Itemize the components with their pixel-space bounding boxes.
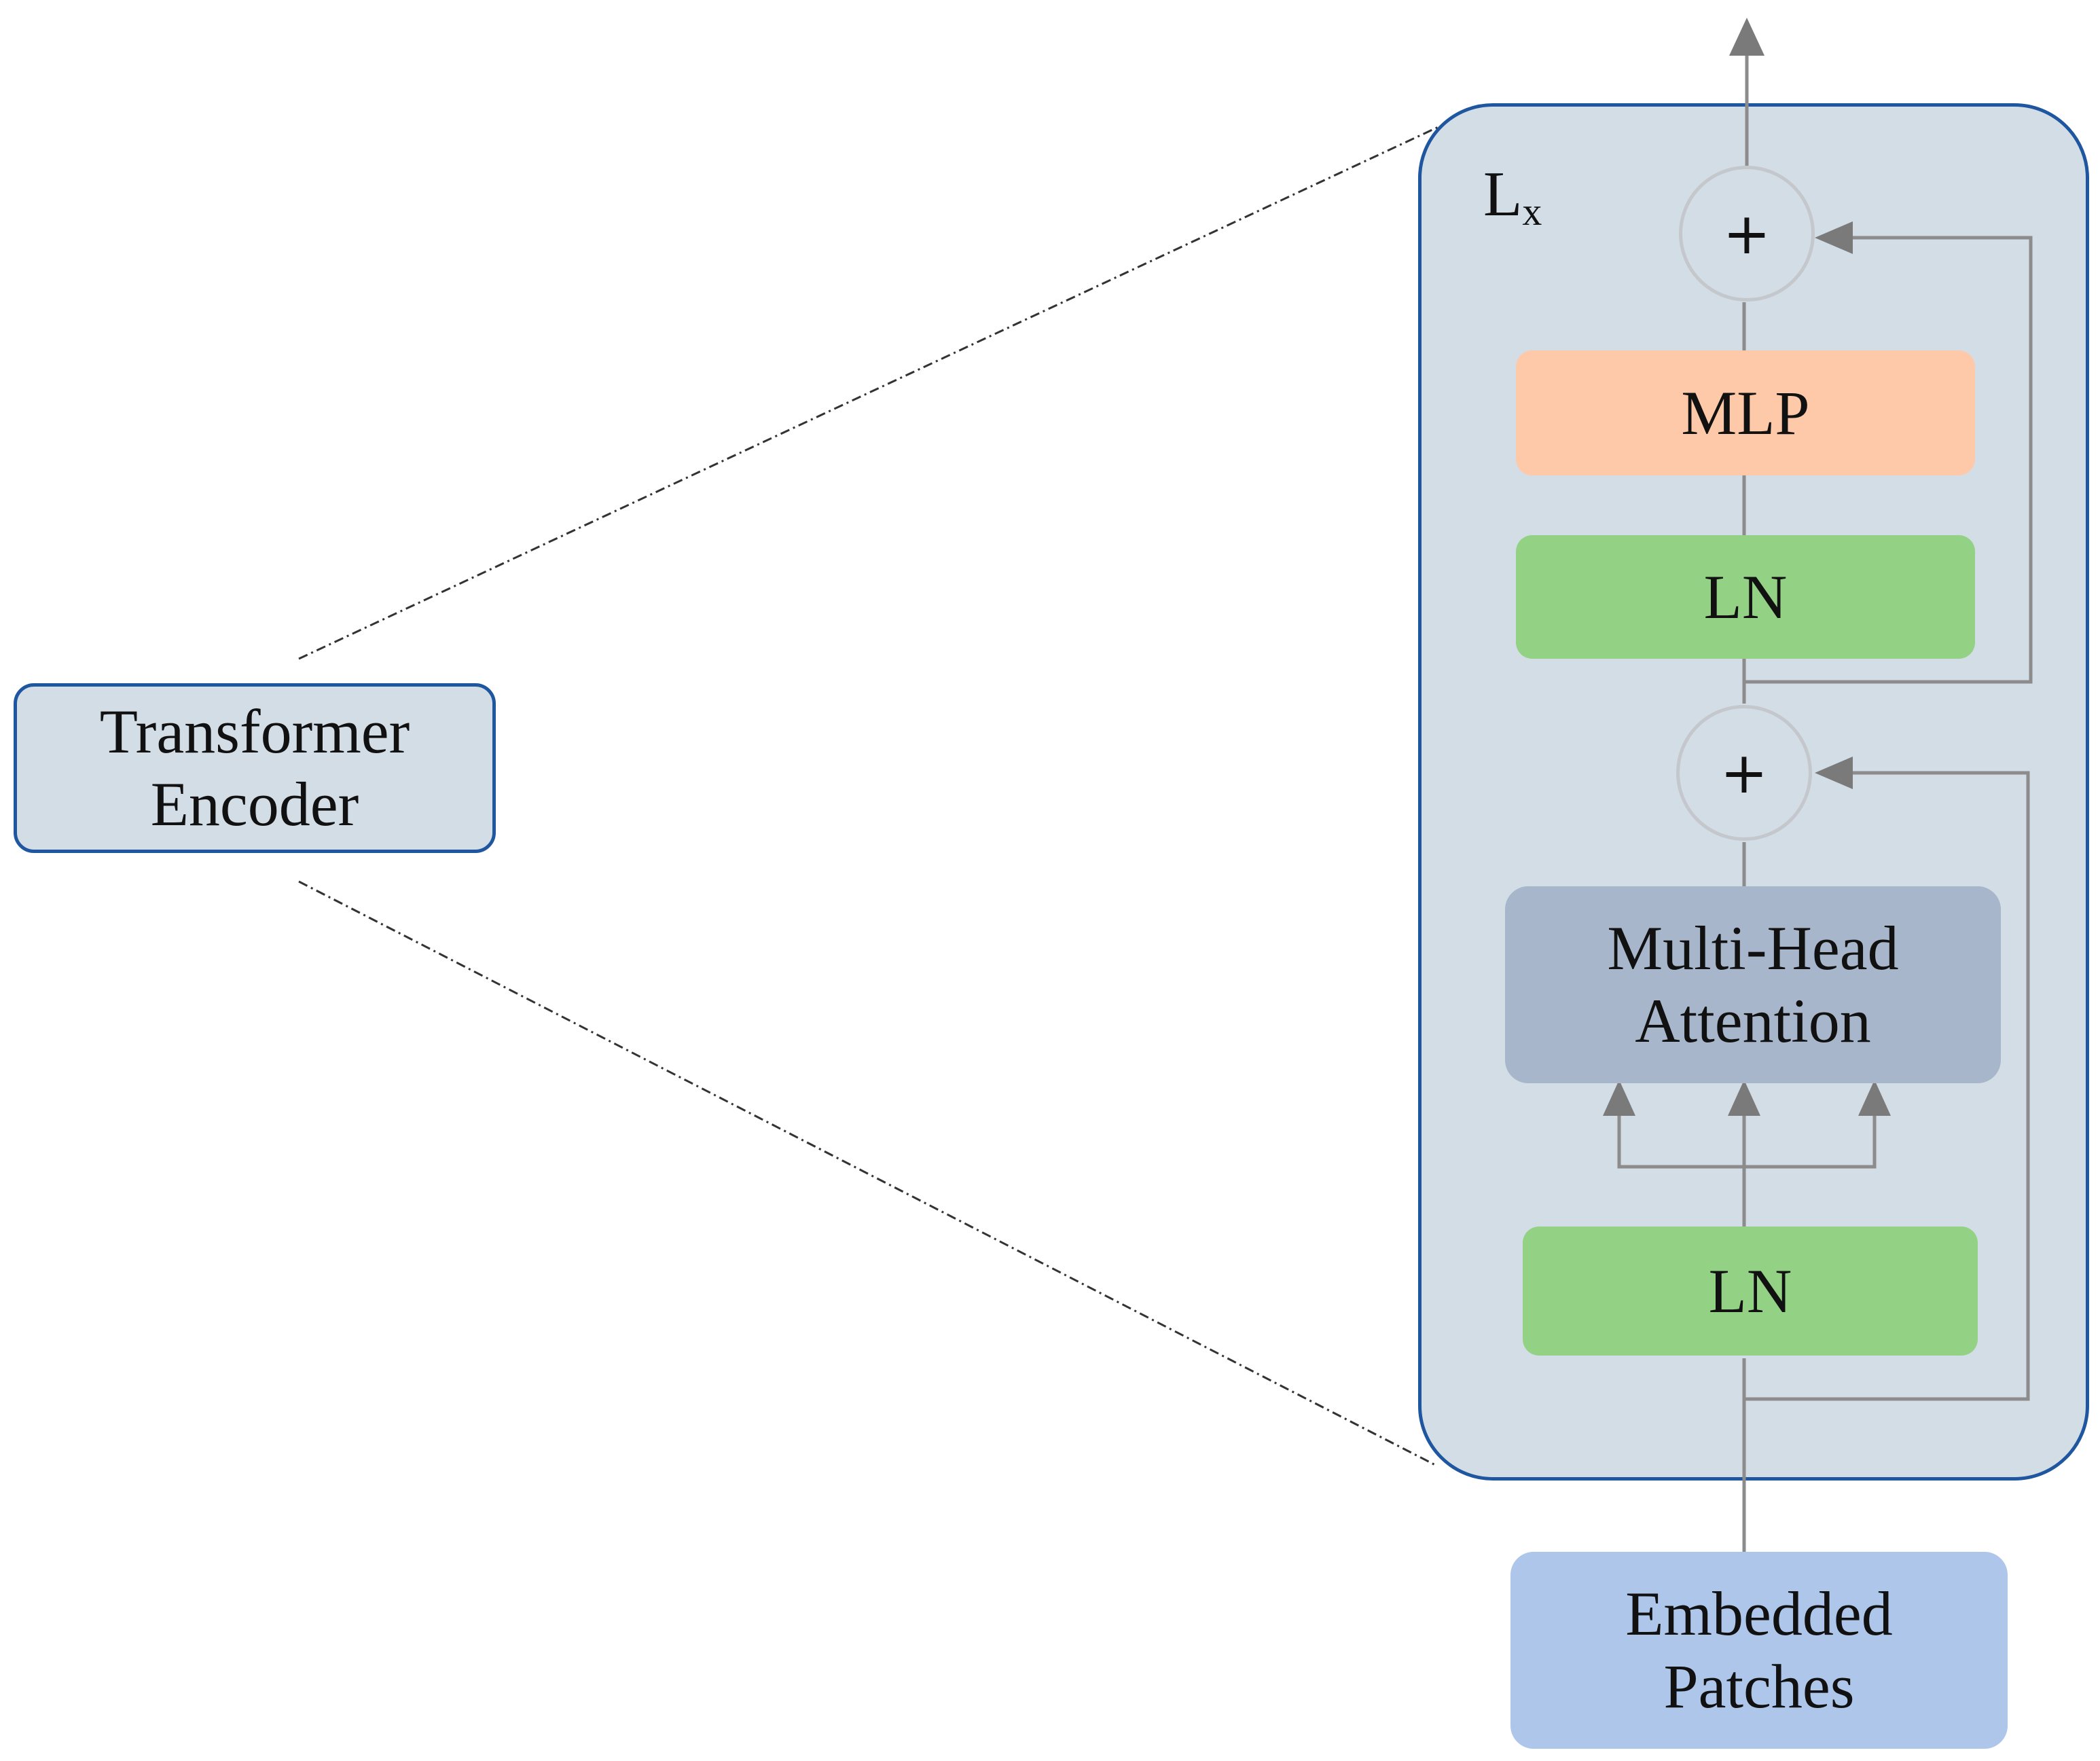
add-bottom-node: + (1676, 705, 1812, 841)
arrowhead-residual-2 (1815, 221, 1853, 254)
arrowhead-attention-left (1603, 1080, 1635, 1116)
input-label-line1: Embedded (1625, 1579, 1893, 1649)
zoom-line-top (298, 124, 1442, 660)
arrowhead-residual-1 (1815, 757, 1853, 789)
mlp-label: MLP (1681, 378, 1810, 448)
add-top-symbol: + (1722, 200, 1771, 267)
flow-attention-branches (1617, 1114, 1877, 1169)
layer-norm-top-block: LN (1516, 535, 1975, 659)
arrowhead-attention-center (1728, 1080, 1760, 1116)
encoder-label-line1: Transformer (99, 697, 410, 767)
flow-residual-1 (1744, 771, 2030, 1401)
embedded-patches-block: Embedded Patches (1510, 1552, 2008, 1749)
arrowhead-output (1729, 18, 1764, 56)
attention-label-line1: Multi-Head (1607, 913, 1899, 983)
input-label-line2: Patches (1663, 1652, 1855, 1721)
multi-head-attention-block: Multi-Head Attention (1505, 886, 2001, 1083)
ln-top-label: LN (1703, 562, 1788, 632)
ln-bottom-label: LN (1708, 1256, 1792, 1326)
encoder-label-line2: Encoder (150, 769, 359, 839)
flow-residual-2 (1744, 236, 2033, 684)
transformer-encoder-box: Transformer Encoder (14, 683, 496, 853)
attention-label-line2: Attention (1635, 986, 1871, 1055)
zoom-line-bottom (298, 880, 1437, 1467)
add-top-node: + (1679, 166, 1815, 302)
repeat-label: Lx (1483, 159, 1542, 234)
mlp-block: MLP (1516, 350, 1975, 475)
layer-norm-bottom-block: LN (1523, 1227, 1978, 1356)
arrowhead-attention-right (1858, 1080, 1891, 1116)
add-bottom-symbol: + (1720, 740, 1769, 806)
